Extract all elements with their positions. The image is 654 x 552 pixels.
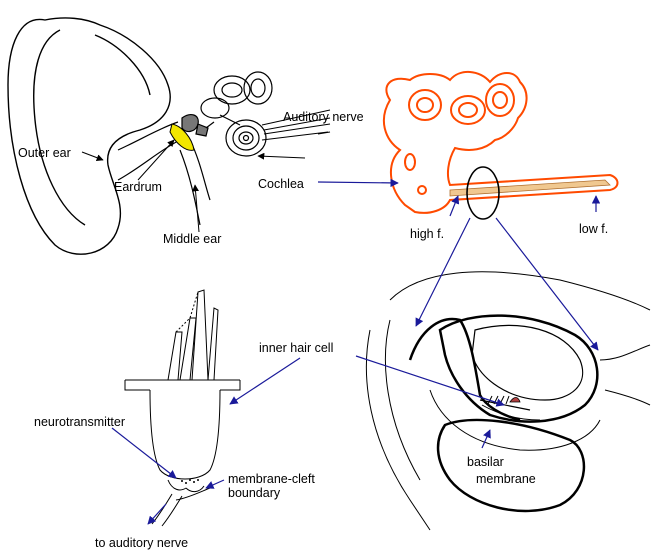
arrow-membrane-cleft bbox=[206, 480, 224, 488]
arrow-inner-hair-cell-right bbox=[356, 356, 504, 405]
label-middle-ear: Middle ear bbox=[163, 232, 221, 246]
label-auditory-nerve: Auditory nerve bbox=[283, 110, 364, 124]
label-inner-hair-cell: inner hair cell bbox=[259, 341, 333, 355]
label-to-auditory-nerve: to auditory nerve bbox=[95, 536, 188, 550]
label-membrane-cleft: membrane-cleft bbox=[228, 472, 315, 486]
label-outer-ear: Outer ear bbox=[18, 146, 71, 160]
label-eardrum: Eardrum bbox=[114, 180, 162, 194]
label-low-f: low f. bbox=[579, 222, 608, 236]
basilar-strip bbox=[450, 180, 610, 196]
arrow-cochlea-to-orange bbox=[318, 182, 398, 183]
arrow-neurotransmitter bbox=[112, 428, 176, 478]
arrow-basilar bbox=[482, 430, 490, 448]
label-boundary: boundary bbox=[228, 486, 280, 500]
arrow-middle-ear bbox=[195, 185, 199, 232]
neurotransmitter-dots bbox=[181, 479, 199, 484]
cochlea-left-drawing bbox=[226, 120, 266, 156]
label-basilar: basilar bbox=[467, 455, 504, 469]
cochlea-cross-section bbox=[366, 272, 650, 530]
label-cochlea: Cochlea bbox=[258, 177, 304, 191]
arrow-to-auditory-nerve bbox=[148, 504, 166, 524]
arrow-eardrum bbox=[138, 140, 174, 180]
middle-ear-drawing bbox=[118, 115, 214, 225]
label-neurotransmitter: neurotransmitter bbox=[34, 415, 125, 429]
label-membrane: membrane bbox=[476, 472, 536, 486]
hair-cell-drawing bbox=[125, 290, 240, 526]
arrow-cochlea-label bbox=[258, 156, 305, 158]
arrow-section-right bbox=[496, 218, 598, 350]
arrow-outer-ear bbox=[82, 152, 103, 160]
semicircular-canals-left bbox=[201, 72, 272, 125]
label-high-f: high f. bbox=[410, 227, 444, 241]
